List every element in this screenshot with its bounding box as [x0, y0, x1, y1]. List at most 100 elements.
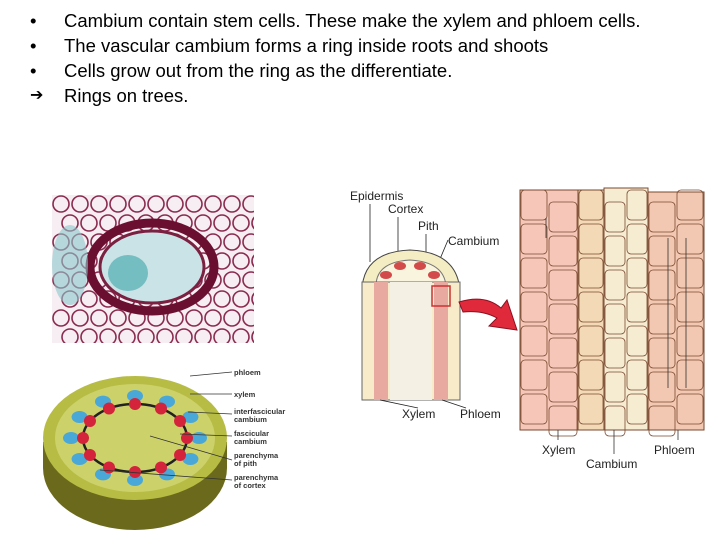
label-phloem-small: phloem	[234, 368, 261, 377]
cell-tissue-diagram: Xylem Cambium Phloem	[519, 187, 705, 471]
tissue-cell	[626, 393, 648, 425]
bullet-marker: •	[30, 35, 37, 56]
tissue-cell	[604, 201, 626, 233]
tissue-cell	[676, 257, 704, 289]
shoot-diagram: Epidermis Cortex Pith Cambium Xylem Phlo…	[350, 189, 501, 421]
micrograph-cell	[185, 309, 203, 327]
phloem-bundle	[182, 411, 199, 423]
micrograph-cell	[137, 328, 155, 343]
label-pith: Pith	[418, 219, 439, 233]
tissue-cell	[626, 325, 648, 357]
tissue-cell	[520, 189, 548, 221]
micrograph-cell	[175, 328, 193, 343]
micrograph-cell	[128, 195, 146, 213]
tissue-cell	[520, 393, 548, 425]
micrograph-cell	[223, 233, 241, 251]
tissue-cell	[578, 189, 604, 221]
tissue-cell	[604, 405, 626, 437]
tissue-cell	[604, 235, 626, 267]
xylem-bundle	[129, 398, 141, 410]
bullet-marker: •	[30, 10, 37, 31]
tissue-cell	[648, 201, 676, 233]
micrograph-cell	[147, 195, 165, 213]
tissue-cell	[676, 325, 704, 357]
tissue-cell	[578, 223, 604, 255]
micrograph-cell	[61, 328, 79, 343]
micrograph-cell	[80, 328, 98, 343]
micrograph-cell	[232, 328, 250, 343]
micrograph-cell	[213, 214, 231, 232]
micrograph-cell	[90, 309, 108, 327]
tissue-cell	[648, 269, 676, 301]
tissue-cell	[578, 325, 604, 357]
tissue-cell	[520, 325, 548, 357]
micrograph-cell	[156, 328, 174, 343]
bullet-marker: •	[30, 60, 37, 81]
phloem-bundle	[71, 453, 88, 465]
micrograph-cell	[242, 271, 254, 289]
micrograph-cell	[71, 309, 89, 327]
phloem-bundle	[71, 411, 88, 423]
tissue-cell	[578, 257, 604, 289]
phloem-bundle	[191, 432, 207, 444]
xylem-bundle	[77, 432, 89, 444]
tissue-cell	[626, 359, 648, 391]
micrograph-cell	[232, 252, 250, 270]
xylem-bundle	[103, 402, 115, 415]
tissue-cell	[648, 235, 676, 267]
bullet-item: • The vascular cambium forms a ring insi…	[30, 33, 700, 58]
tissue-cell	[604, 303, 626, 335]
tissue-cell	[548, 269, 578, 301]
tissue-cell	[548, 371, 578, 403]
tissue-cell	[578, 359, 604, 391]
xylem-bundle	[103, 461, 115, 474]
tissue-cell	[648, 405, 676, 437]
tissue-cell	[578, 291, 604, 323]
micrograph-cell	[99, 328, 117, 343]
phloem-bundle	[127, 474, 143, 486]
micrograph-cell	[223, 195, 241, 213]
label-xylem-small: xylem	[234, 390, 256, 399]
tissue-cell	[578, 393, 604, 425]
tissue-cell	[648, 371, 676, 403]
tissue-cell	[604, 269, 626, 301]
tissue-cell	[548, 235, 578, 267]
tissue-cell	[604, 371, 626, 403]
tissue-cell	[548, 303, 578, 335]
micrograph-cell	[118, 328, 136, 343]
bullet-text: Cells grow out from the ring as the diff…	[64, 60, 453, 81]
bullet-text: The vascular cambium forms a ring inside…	[64, 35, 549, 56]
micrograph-cell	[242, 195, 254, 213]
label-phloem-right: Phloem	[654, 443, 695, 457]
label-xylem-mid: Xylem	[402, 407, 435, 421]
micrograph-cell	[204, 195, 222, 213]
tissue-cell	[520, 223, 548, 255]
micrograph-cell	[194, 328, 212, 343]
tissue-cell	[520, 359, 548, 391]
red-arrow-icon	[458, 298, 518, 331]
tissue-cell	[548, 201, 578, 233]
tissue-cell	[676, 359, 704, 391]
bullet-item: • Cambium contain stem cells. These make…	[30, 8, 700, 33]
tissue-cell	[648, 303, 676, 335]
micrograph-cell	[71, 195, 89, 213]
label-cambium: Cambium	[448, 234, 499, 248]
micrograph-cell	[52, 309, 70, 327]
micrograph-cell	[204, 309, 222, 327]
xylem-bundle	[83, 449, 96, 461]
micrograph-cell	[232, 290, 250, 308]
label-phloem-mid: Phloem	[460, 407, 501, 421]
micrograph-cell	[194, 214, 212, 232]
micrograph-cell	[109, 309, 127, 327]
micrograph-cell	[242, 233, 254, 251]
tissue-cell	[676, 189, 704, 221]
micrograph-cell	[251, 330, 254, 343]
xylem-bundle	[155, 402, 167, 415]
label-xylem-right: Xylem	[542, 443, 575, 457]
micrograph-cell	[232, 214, 250, 232]
micrograph-cell	[223, 271, 241, 289]
bullet-item: • Cells grow out from the ring as the di…	[30, 58, 700, 83]
